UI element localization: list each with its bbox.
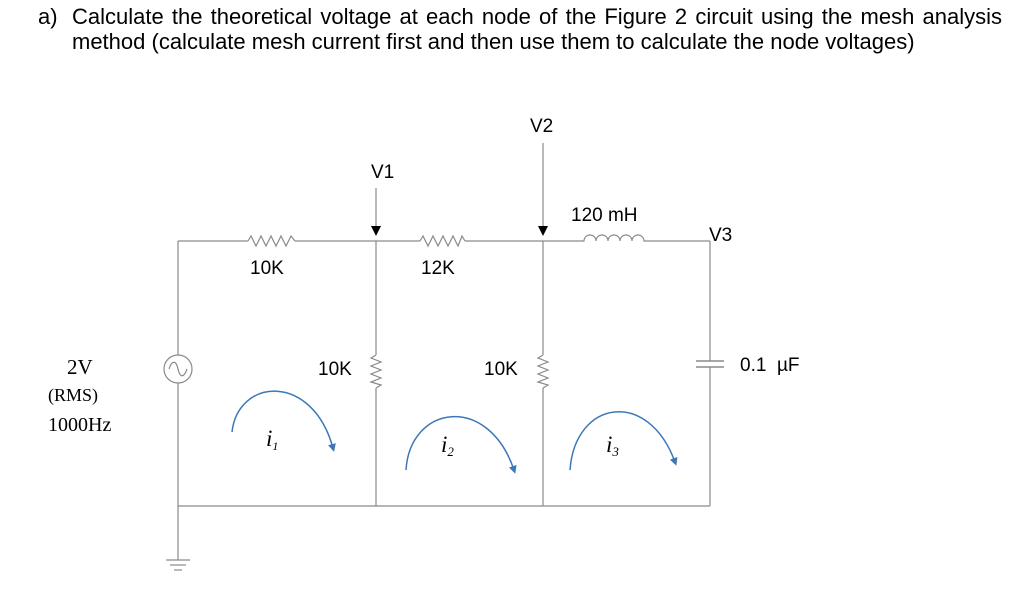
capacitor-symbol (696, 360, 724, 368)
probe-v2 (538, 143, 548, 236)
source-rms-label: (RMS) (48, 385, 98, 406)
resistor-label-10k-v1: 10K (318, 359, 352, 380)
resistor-label-10k-top: 10K (250, 258, 284, 279)
node-label-v3: V3 (709, 225, 732, 246)
source-frequency-label: 1000Hz (48, 414, 111, 436)
mesh-current-label-i1: i1 (266, 426, 278, 453)
resistor-12k-top-symbol (419, 234, 466, 248)
question-label: a) (38, 4, 58, 29)
node-label-v2: V2 (530, 116, 553, 137)
resistor-10k-v2-symbol (536, 354, 550, 389)
ac-source-icon (163, 354, 193, 384)
mesh-arrow-1 (231, 390, 336, 452)
mesh-current-label-i2: i2 (441, 432, 454, 459)
ground-icon (166, 559, 190, 571)
mesh-arrow-3 (569, 410, 678, 471)
probe-v1 (371, 188, 381, 236)
capacitor-label: 0.1 µF (740, 355, 800, 376)
source-voltage-label: 2V (67, 355, 93, 379)
resistor-10k-top-symbol (247, 234, 296, 248)
node-label-v1: V1 (371, 162, 394, 183)
wires (177, 240, 711, 560)
resistor-label-10k-v2: 10K (484, 359, 518, 380)
mesh-current-label-i3: i3 (606, 432, 619, 459)
inductor-symbol (580, 234, 648, 242)
inductor-label: 120 mH (571, 205, 638, 226)
resistor-10k-v1-symbol (369, 354, 383, 389)
resistor-label-12k-top: 12K (421, 258, 455, 279)
mesh-arrow-2 (405, 416, 517, 474)
question-text: Calculate the theoretical voltage at eac… (72, 4, 1002, 54)
